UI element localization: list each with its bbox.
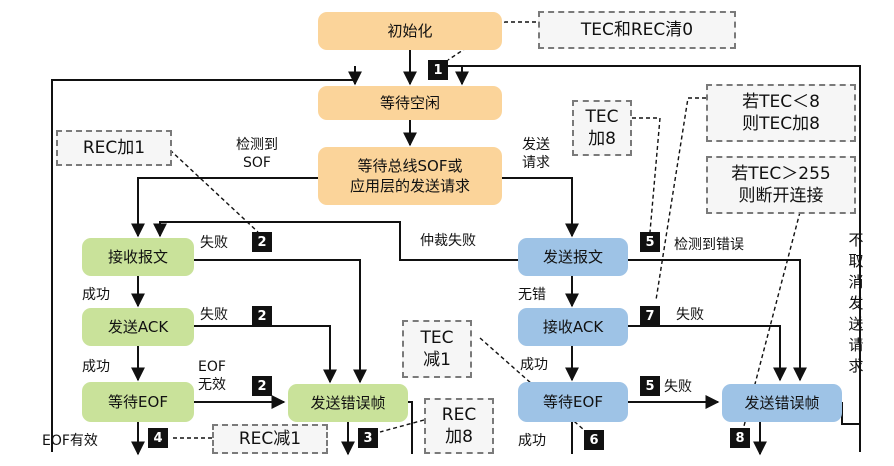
state-receive-ack: 接收ACK — [518, 308, 628, 346]
label-receive-ack-fail: 失败 — [676, 307, 704, 323]
leader-rec-inc1 — [169, 149, 259, 233]
state-send-message-label: 发送报文 — [542, 248, 603, 266]
tx-err-right-line — [841, 402, 860, 425]
label-eof-invalid: EOF 无效 — [198, 359, 226, 393]
note-rec-dec1-text: REC减1 — [238, 429, 302, 449]
state-init-label: 初始化 — [387, 22, 433, 40]
note-if-tec-gt255-text: 若TEC＞255 则断开连接 — [731, 164, 831, 206]
label-no-error: 无错 — [518, 287, 546, 303]
note-rec-inc8: REC 加8 — [424, 398, 494, 454]
state-send-message: 发送报文 — [518, 238, 628, 276]
label-success-receive: 成功 — [82, 287, 110, 303]
label-success-ack: 成功 — [82, 359, 110, 375]
badge-1: 1 — [428, 60, 448, 80]
note-tec-dec1-text: TEC 减1 — [420, 328, 454, 370]
leader-tec-rec-clear — [447, 21, 536, 61]
state-send-error-frame-tx-label: 发送错误帧 — [744, 394, 820, 412]
label-arbitration-fail: 仲裁失败 — [420, 233, 476, 249]
state-wait-eof-tx: 等待EOF — [518, 382, 628, 422]
outer-frame-left — [51, 79, 355, 452]
state-wait-idle-label: 等待空闲 — [379, 94, 440, 112]
state-wait-sof-label: 等待总线SOF或 应用层的发送请求 — [349, 157, 470, 195]
badge-6: 6 — [584, 430, 604, 450]
badge-2-receive-fail: 2 — [252, 232, 272, 252]
badge-3: 3 — [358, 428, 378, 448]
state-receive-message-label: 接收报文 — [107, 248, 168, 266]
label-ack-fail: 失败 — [200, 307, 228, 323]
note-tec-dec1: TEC 减1 — [402, 320, 472, 378]
label-do-not-cancel-request: 不取消发送请求 — [848, 231, 864, 375]
badge-5-eof-fail: 5 — [640, 376, 660, 396]
state-send-error-frame-rx: 发送错误帧 — [288, 384, 408, 422]
leader-tec-lt8 — [655, 97, 706, 301]
outer-frame-right — [455, 65, 861, 452]
note-rec-dec1: REC减1 — [212, 424, 328, 454]
state-receive-ack-label: 接收ACK — [542, 318, 604, 336]
note-tec-inc8-text: TEC 加8 — [585, 107, 619, 149]
state-send-ack-label: 发送ACK — [107, 318, 169, 336]
note-tec-inc8: TEC 加8 — [572, 100, 632, 156]
label-detect-error: 检测到错误 — [674, 237, 744, 253]
note-rec-inc1: REC加1 — [56, 130, 172, 166]
label-send-request: 发送 请求 — [522, 137, 550, 171]
state-wait-eof-rx: 等待EOF — [82, 382, 194, 422]
state-wait-sof-or-request: 等待总线SOF或 应用层的发送请求 — [318, 147, 502, 205]
note-if-tec-lt8: 若TEC＜8 则TEC加8 — [706, 84, 856, 142]
note-if-tec-lt8-text: 若TEC＜8 则TEC加8 — [742, 92, 820, 134]
request-to-send-arrow — [502, 177, 579, 238]
state-send-error-frame-tx: 发送错误帧 — [722, 384, 842, 422]
state-wait-eof-rx-label: 等待EOF — [108, 393, 168, 411]
leader-rec-inc8 — [379, 419, 425, 433]
label-success-eof: 成功 — [518, 433, 546, 449]
detect-error-arrow — [628, 259, 807, 382]
state-wait-idle: 等待空闲 — [318, 86, 502, 120]
state-init: 初始化 — [318, 12, 502, 50]
leader-tec-inc8 — [632, 117, 661, 233]
rx-err-right-line — [408, 401, 413, 454]
sof-to-receive-arrow — [131, 177, 318, 238]
label-success-tx-ack: 成功 — [520, 357, 548, 373]
state-send-ack: 发送ACK — [82, 308, 194, 346]
state-send-error-frame-rx-label: 发送错误帧 — [310, 394, 386, 412]
state-receive-message: 接收报文 — [82, 238, 194, 276]
ack-fail-arrow — [194, 325, 337, 384]
label-detect-sof: 检测到 SOF — [236, 137, 278, 171]
badge-5-detect-error: 5 — [640, 232, 660, 252]
state-wait-eof-tx-label: 等待EOF — [543, 393, 603, 411]
badge-2-eof-invalid: 2 — [252, 376, 272, 396]
note-rec-inc1-text: REC加1 — [82, 138, 146, 158]
note-tec-rec-clear: TEC和REC清0 — [538, 11, 736, 49]
label-eof-valid: EOF有效 — [42, 433, 98, 449]
rx-fail-arrow — [194, 259, 367, 384]
arbitration-fail-arrow — [153, 221, 518, 261]
badge-7: 7 — [640, 306, 660, 326]
rxack-fail-arrow — [628, 325, 787, 382]
badge-4: 4 — [148, 428, 168, 448]
note-tec-rec-clear-text: TEC和REC清0 — [580, 20, 694, 40]
note-rec-inc8-text: REC 加8 — [441, 405, 477, 447]
badge-2-ack-fail: 2 — [252, 306, 272, 326]
label-eof-fail: 失败 — [664, 379, 692, 395]
note-if-tec-gt255: 若TEC＞255 则断开连接 — [706, 156, 856, 214]
badge-8: 8 — [730, 428, 750, 448]
label-receive-fail: 失败 — [200, 235, 228, 251]
